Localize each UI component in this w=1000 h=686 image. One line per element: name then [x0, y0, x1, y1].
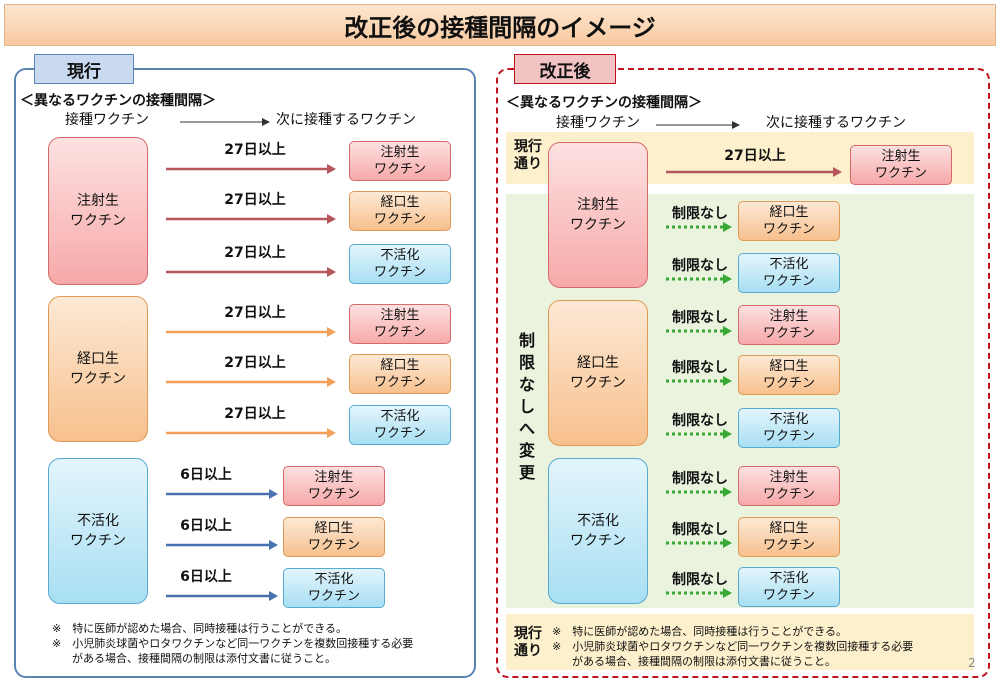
current-to-injectable: 注射生 ワクチン [283, 466, 385, 506]
revised-tab: 改正後 [514, 54, 616, 84]
no-limit-label: 制限なし [672, 413, 728, 429]
notes-same-label: 現行 通り [514, 626, 542, 659]
revised-to-injectable: 注射生 ワクチン [738, 466, 840, 506]
current-from-inactivated: 不活化 ワクチン [48, 458, 148, 604]
no-limit-label: 制限なし [672, 310, 728, 326]
interval-arrow [166, 267, 336, 277]
same-as-current-label: 現行 通り [514, 139, 542, 172]
current-from-oral: 経口生 ワクチン [48, 296, 148, 442]
interval-arrow [166, 164, 336, 174]
revised-to-oral: 経口生 ワクチン [738, 201, 840, 241]
interval-label: 27日以上 [224, 192, 286, 208]
interval-label: 6日以上 [180, 518, 232, 534]
revised-note-2: ※ 小児肺炎球菌やロタワクチンなど同一ワクチンを複数回接種する必要 [552, 640, 914, 653]
interval-label: 27日以上 [224, 406, 286, 422]
interval-arrow [166, 377, 336, 387]
current-to-oral: 経口生 ワクチン [283, 517, 385, 557]
no-limit-label: 制限なし [672, 360, 728, 376]
interval-label: 27日以上 [224, 305, 286, 321]
interval-arrow [166, 591, 278, 601]
no-limit-arrow [666, 222, 732, 232]
no-limit-label: 制限なし [672, 258, 728, 274]
revised-note-3: がある場合、接種間隔の制限は添付文書に従うこと。 [572, 655, 836, 668]
current-col-to: 次に接種するワクチン [276, 112, 416, 128]
revised-from-injectable: 注射生 ワクチン [548, 142, 648, 288]
interval-label: 27日以上 [224, 142, 286, 158]
header-arrow [180, 118, 270, 126]
no-limit-arrow [666, 376, 732, 386]
no-limit-arrow [666, 274, 732, 284]
revised-to-inactivated: 不活化 ワクチン [738, 567, 840, 607]
page-title: 改正後の接種間隔のイメージ [4, 4, 996, 46]
revised-col-to: 次に接種するワクチン [766, 115, 906, 131]
revised-to-inactivated: 不活化 ワクチン [738, 408, 840, 448]
interval-arrow [166, 327, 336, 337]
current-to-injectable: 注射生 ワクチン [349, 304, 451, 344]
interval-arrow [166, 428, 336, 438]
current-note-3: がある場合、接種間隔の制限は添付文書に従うこと。 [72, 652, 336, 665]
revised-from-oral: 経口生 ワクチン [548, 300, 648, 446]
no-limit-arrow [666, 326, 732, 336]
current-tab: 現行 [34, 54, 134, 84]
revised-to-injectable: 注射生 ワクチン [850, 145, 952, 185]
notes-band [506, 614, 974, 670]
page-number: 2 [968, 656, 976, 670]
revised-to-oral: 経口生 ワクチン [738, 355, 840, 395]
no-limit-arrow [666, 429, 732, 439]
no-limit-label: 制限なし [672, 471, 728, 487]
interval-arrow [166, 489, 278, 499]
revised-to-inactivated: 不活化 ワクチン [738, 253, 840, 293]
current-to-inactivated: 不活化 ワクチン [349, 405, 451, 445]
current-to-oral: 経口生 ワクチン [349, 354, 451, 394]
revised-col-from: 接種ワクチン [556, 115, 640, 131]
interval-arrow [166, 540, 278, 550]
current-note-2: ※ 小児肺炎球菌やロタワクチンなど同一ワクチンを複数回接種する必要 [52, 637, 414, 650]
current-col-from: 接種ワクチン [65, 112, 149, 128]
current-note-1: ※ 特に医師が認めた場合、同時接種は行うことができる。 [52, 622, 347, 635]
revised-subtitle: ＜異なるワクチンの接種間隔＞ [506, 95, 702, 111]
no-limit-arrow [666, 588, 732, 598]
no-limit-arrow [666, 538, 732, 548]
interval-label: 6日以上 [180, 569, 232, 585]
no-limit-label: 制限なし [672, 572, 728, 588]
current-subtitle: ＜異なるワクチンの接種間隔＞ [20, 93, 216, 109]
revised-from-inactivated: 不活化 ワクチン [548, 458, 648, 604]
no-limit-arrow [666, 487, 732, 497]
interval-label: 27日以上 [724, 148, 786, 164]
revised-note-1: ※ 特に医師が認めた場合、同時接種は行うことができる。 [552, 625, 847, 638]
change-to-no-limit-label: 制 限 な し へ 変 更 [518, 331, 535, 482]
revised-to-oral: 経口生 ワクチン [738, 517, 840, 557]
interval-arrow [666, 167, 842, 177]
current-to-oral: 経口生 ワクチン [349, 191, 451, 231]
interval-label: 27日以上 [224, 355, 286, 371]
revised-to-injectable: 注射生 ワクチン [738, 305, 840, 345]
current-to-injectable: 注射生 ワクチン [349, 141, 451, 181]
revised-header-arrow [656, 121, 740, 129]
no-limit-label: 制限なし [672, 206, 728, 222]
no-limit-label: 制限なし [672, 522, 728, 538]
current-to-inactivated: 不活化 ワクチン [349, 244, 451, 284]
interval-arrow [166, 214, 336, 224]
current-to-inactivated: 不活化 ワクチン [283, 568, 385, 608]
interval-label: 27日以上 [224, 245, 286, 261]
interval-label: 6日以上 [180, 467, 232, 483]
current-from-injectable: 注射生 ワクチン [48, 137, 148, 285]
